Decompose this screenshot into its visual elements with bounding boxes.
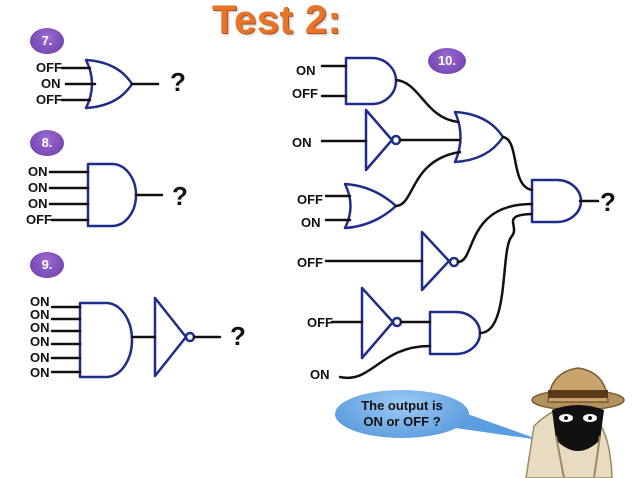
question-badge-10: 10. [428, 48, 466, 74]
q7-input-2: ON [41, 76, 61, 91]
q8-and-gate [86, 162, 138, 228]
q10-input-3: ON [292, 135, 312, 150]
question-badge-7: 7. [30, 28, 64, 54]
q9-input-2: ON [30, 307, 50, 322]
q7-input-3: OFF [36, 92, 62, 107]
q9-and-gate [78, 301, 134, 379]
q9-input-5: ON [30, 350, 50, 365]
q8-input-3: ON [28, 196, 48, 211]
q9-input-4: ON [30, 334, 50, 349]
q7-input-1: OFF [36, 60, 62, 75]
page-title: Test 2: [212, 0, 342, 42]
q9-input-6: ON [30, 365, 50, 380]
q10-and-gate-bottom [428, 310, 482, 356]
q8-output-question: ? [172, 181, 188, 211]
q10-or-gate-1 [453, 110, 505, 164]
question-badge-9: 9. [30, 252, 64, 278]
q9-input-1: ON [30, 294, 50, 309]
q8-input-1: ON [28, 164, 48, 179]
q10-and-gate-final [530, 178, 583, 224]
q10-input-7: OFF [307, 315, 333, 330]
q9-input-3: ON [30, 320, 50, 335]
speech-line-2: ON or OFF ? [363, 414, 441, 429]
spy-detective-icon [525, 367, 625, 478]
q10-input-4: OFF [297, 192, 323, 207]
q8-input-2: ON [28, 180, 48, 195]
q10-input-2: OFF [292, 86, 318, 101]
q10-not-gate-1 [364, 108, 394, 172]
q10-input-5: ON [301, 215, 321, 230]
speech-bubble-tail [455, 412, 540, 440]
q10-input-8: ON [310, 367, 330, 382]
q10-input-1: ON [296, 63, 316, 78]
q8-input-4: OFF [26, 212, 52, 227]
q9-output-question: ? [230, 321, 246, 351]
q9-not-gate [153, 296, 188, 378]
q10-or-gate-2 [343, 182, 398, 230]
speech-bubble: The output is ON or OFF ? [335, 390, 469, 438]
q10-output-question: ? [600, 187, 616, 217]
q7-output-question: ? [170, 67, 186, 97]
question-badge-8: 8. [30, 130, 64, 156]
q10-input-6: OFF [297, 255, 323, 270]
q10-not-gate-3 [360, 286, 395, 360]
q10-and-gate-top [344, 56, 398, 106]
q10-not-gate-2 [420, 230, 451, 292]
speech-line-1: The output is [361, 398, 443, 413]
